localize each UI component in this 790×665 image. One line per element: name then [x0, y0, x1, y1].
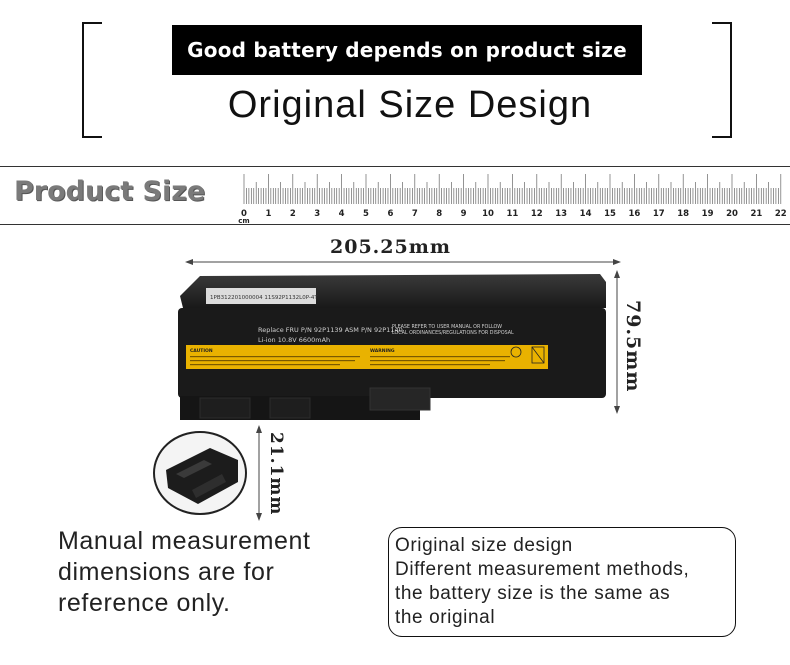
right-bracket: [712, 22, 732, 138]
ruler-number: 18: [677, 209, 689, 219]
caution-text: CAUTION: [190, 348, 213, 354]
battery-image: 1PB312201000004 11S92P1132L0P-4T Replace…: [178, 274, 606, 420]
product-size-title: Product Size: [14, 176, 206, 207]
width-arrow: [185, 259, 621, 265]
ruler-number: 17: [653, 209, 665, 219]
ruler-number: 12: [531, 209, 543, 219]
note-box-line: Different measurement methods,: [395, 559, 690, 580]
ruler-unit: cm: [238, 217, 249, 224]
warning-text: WARNING: [370, 348, 395, 354]
depth-label: 21.1mm: [266, 432, 286, 516]
banner: Good battery depends on product size: [172, 25, 642, 75]
ruler-number: 2: [290, 209, 296, 219]
spec-text: Li-ion 10.8V 6600mAh: [258, 336, 330, 344]
ruler-number: 11: [506, 209, 518, 219]
ruler-number: 21: [750, 209, 762, 219]
depth-arrow: [256, 425, 262, 521]
note-box-line: the original: [395, 607, 496, 628]
strip-divider-top: [0, 166, 790, 167]
note-box-line: the battery size is the same as: [395, 583, 671, 604]
measurement-note-line: dimensions are for: [58, 558, 275, 586]
left-bracket: [82, 22, 102, 138]
width-label: 205.25mm: [330, 236, 451, 258]
ruler-number: 22: [775, 209, 787, 219]
ruler-number: 6: [387, 209, 393, 219]
height-arrow: [614, 270, 620, 414]
ruler-number: 10: [482, 209, 494, 219]
ruler-number: 0: [241, 209, 247, 219]
original-size-note-box: Original size design Different measureme…: [388, 527, 736, 637]
note-box-line: Original size design: [395, 535, 573, 556]
ruler-number: 4: [339, 209, 345, 219]
notice-text-2: LOCAL ORDINANCES/REGULATIONS FOR DISPOSA…: [392, 330, 514, 336]
ruler-number: 5: [363, 209, 369, 219]
notice-text-1: PLEASE REFER TO USER MANUAL OR FOLLOW: [392, 324, 502, 330]
measurement-note: Manual measurement dimensions are for re…: [58, 526, 311, 619]
measurement-note-line: reference only.: [58, 589, 231, 617]
ruler-number: 14: [580, 209, 592, 219]
measurement-note-line: Manual measurement: [58, 527, 311, 555]
strip-divider-bottom: [0, 224, 790, 225]
ruler-number: 8: [436, 209, 442, 219]
ruler-number: 19: [702, 209, 714, 219]
ruler-number: 7: [412, 209, 418, 219]
ruler-number: 20: [726, 209, 738, 219]
serial-text: 1PB312201000004 11S92P1132L0P-4T: [210, 295, 318, 301]
ruler-number: 1: [265, 209, 271, 219]
ruler-number: 16: [628, 209, 640, 219]
magnifier-detail: [153, 431, 247, 515]
headline: Original Size Design: [227, 84, 593, 126]
ruler-number: 15: [604, 209, 616, 219]
height-label: 79.5mm: [622, 300, 644, 393]
ruler-number: 9: [461, 209, 467, 219]
ruler-number: 3: [314, 209, 320, 219]
ruler-number: 13: [555, 209, 567, 219]
replace-text: Replace FRU P/N 92P1139 ASM P/N 92P1140: [258, 326, 403, 334]
